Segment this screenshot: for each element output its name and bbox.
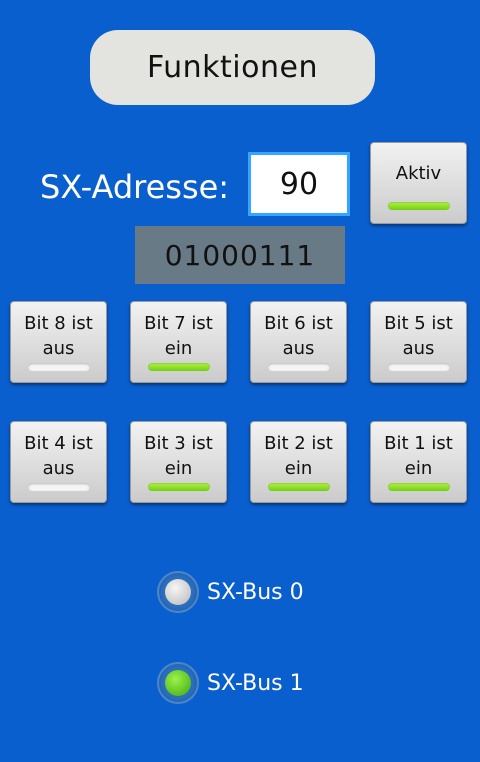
binary-value-display: 01000111 (135, 226, 345, 284)
bit-5-indicator (387, 363, 450, 371)
bit-6-button[interactable]: Bit 6 ist aus (250, 301, 347, 383)
bit-2-button[interactable]: Bit 2 ist ein (250, 421, 347, 503)
bit-8-label: Bit 8 ist (24, 313, 93, 334)
bit-3-label: Bit 3 ist (144, 433, 213, 454)
bit-1-button[interactable]: Bit 1 ist ein (370, 421, 467, 503)
bit-5-state: aus (402, 338, 435, 359)
bit-6-indicator (267, 363, 330, 371)
bit-7-label: Bit 7 ist (144, 313, 213, 334)
bit-7-indicator (147, 363, 210, 371)
bit-4-indicator (27, 483, 90, 491)
bit-8-button[interactable]: Bit 8 ist aus (10, 301, 107, 383)
bit-2-indicator (267, 483, 330, 491)
aktiv-button-label: Aktiv (395, 163, 442, 184)
bit-4-label: Bit 4 ist (24, 433, 93, 454)
address-label: SX-Adresse: (40, 168, 230, 206)
bit-7-button[interactable]: Bit 7 ist ein (130, 301, 227, 383)
sx-bus-1-label: SX-Bus 1 (207, 670, 304, 696)
bit-1-state: ein (404, 458, 433, 479)
address-input[interactable] (248, 152, 350, 216)
sx-bus-1-radio[interactable]: SX-Bus 1 (157, 661, 304, 705)
sx-bus-0-radio-dot (165, 579, 191, 605)
bit-8-state: aus (42, 338, 75, 359)
bit-6-label: Bit 6 ist (264, 313, 333, 334)
bit-2-label: Bit 2 ist (264, 433, 333, 454)
bit-3-button[interactable]: Bit 3 ist ein (130, 421, 227, 503)
sx-bus-0-label: SX-Bus 0 (207, 579, 304, 605)
sx-bus-1-radio-dot (165, 670, 191, 696)
bit-1-indicator (387, 483, 450, 491)
bit-4-state: aus (42, 458, 75, 479)
bit-3-indicator (147, 483, 210, 491)
aktiv-indicator (387, 202, 450, 210)
bit-8-indicator (27, 363, 90, 371)
radio-button-icon[interactable] (157, 571, 199, 613)
bit-5-label: Bit 5 ist (384, 313, 453, 334)
bit-4-button[interactable]: Bit 4 ist aus (10, 421, 107, 503)
bit-5-button[interactable]: Bit 5 ist aus (370, 301, 467, 383)
page-title: Funktionen (90, 30, 375, 105)
bit-1-label: Bit 1 ist (384, 433, 453, 454)
radio-button-icon[interactable] (157, 662, 199, 704)
bit-6-state: aus (282, 338, 315, 359)
bit-3-state: ein (164, 458, 193, 479)
bit-2-state: ein (284, 458, 313, 479)
bit-7-state: ein (164, 338, 193, 359)
sx-bus-0-radio[interactable]: SX-Bus 0 (157, 570, 304, 614)
aktiv-button[interactable]: Aktiv (370, 142, 467, 224)
